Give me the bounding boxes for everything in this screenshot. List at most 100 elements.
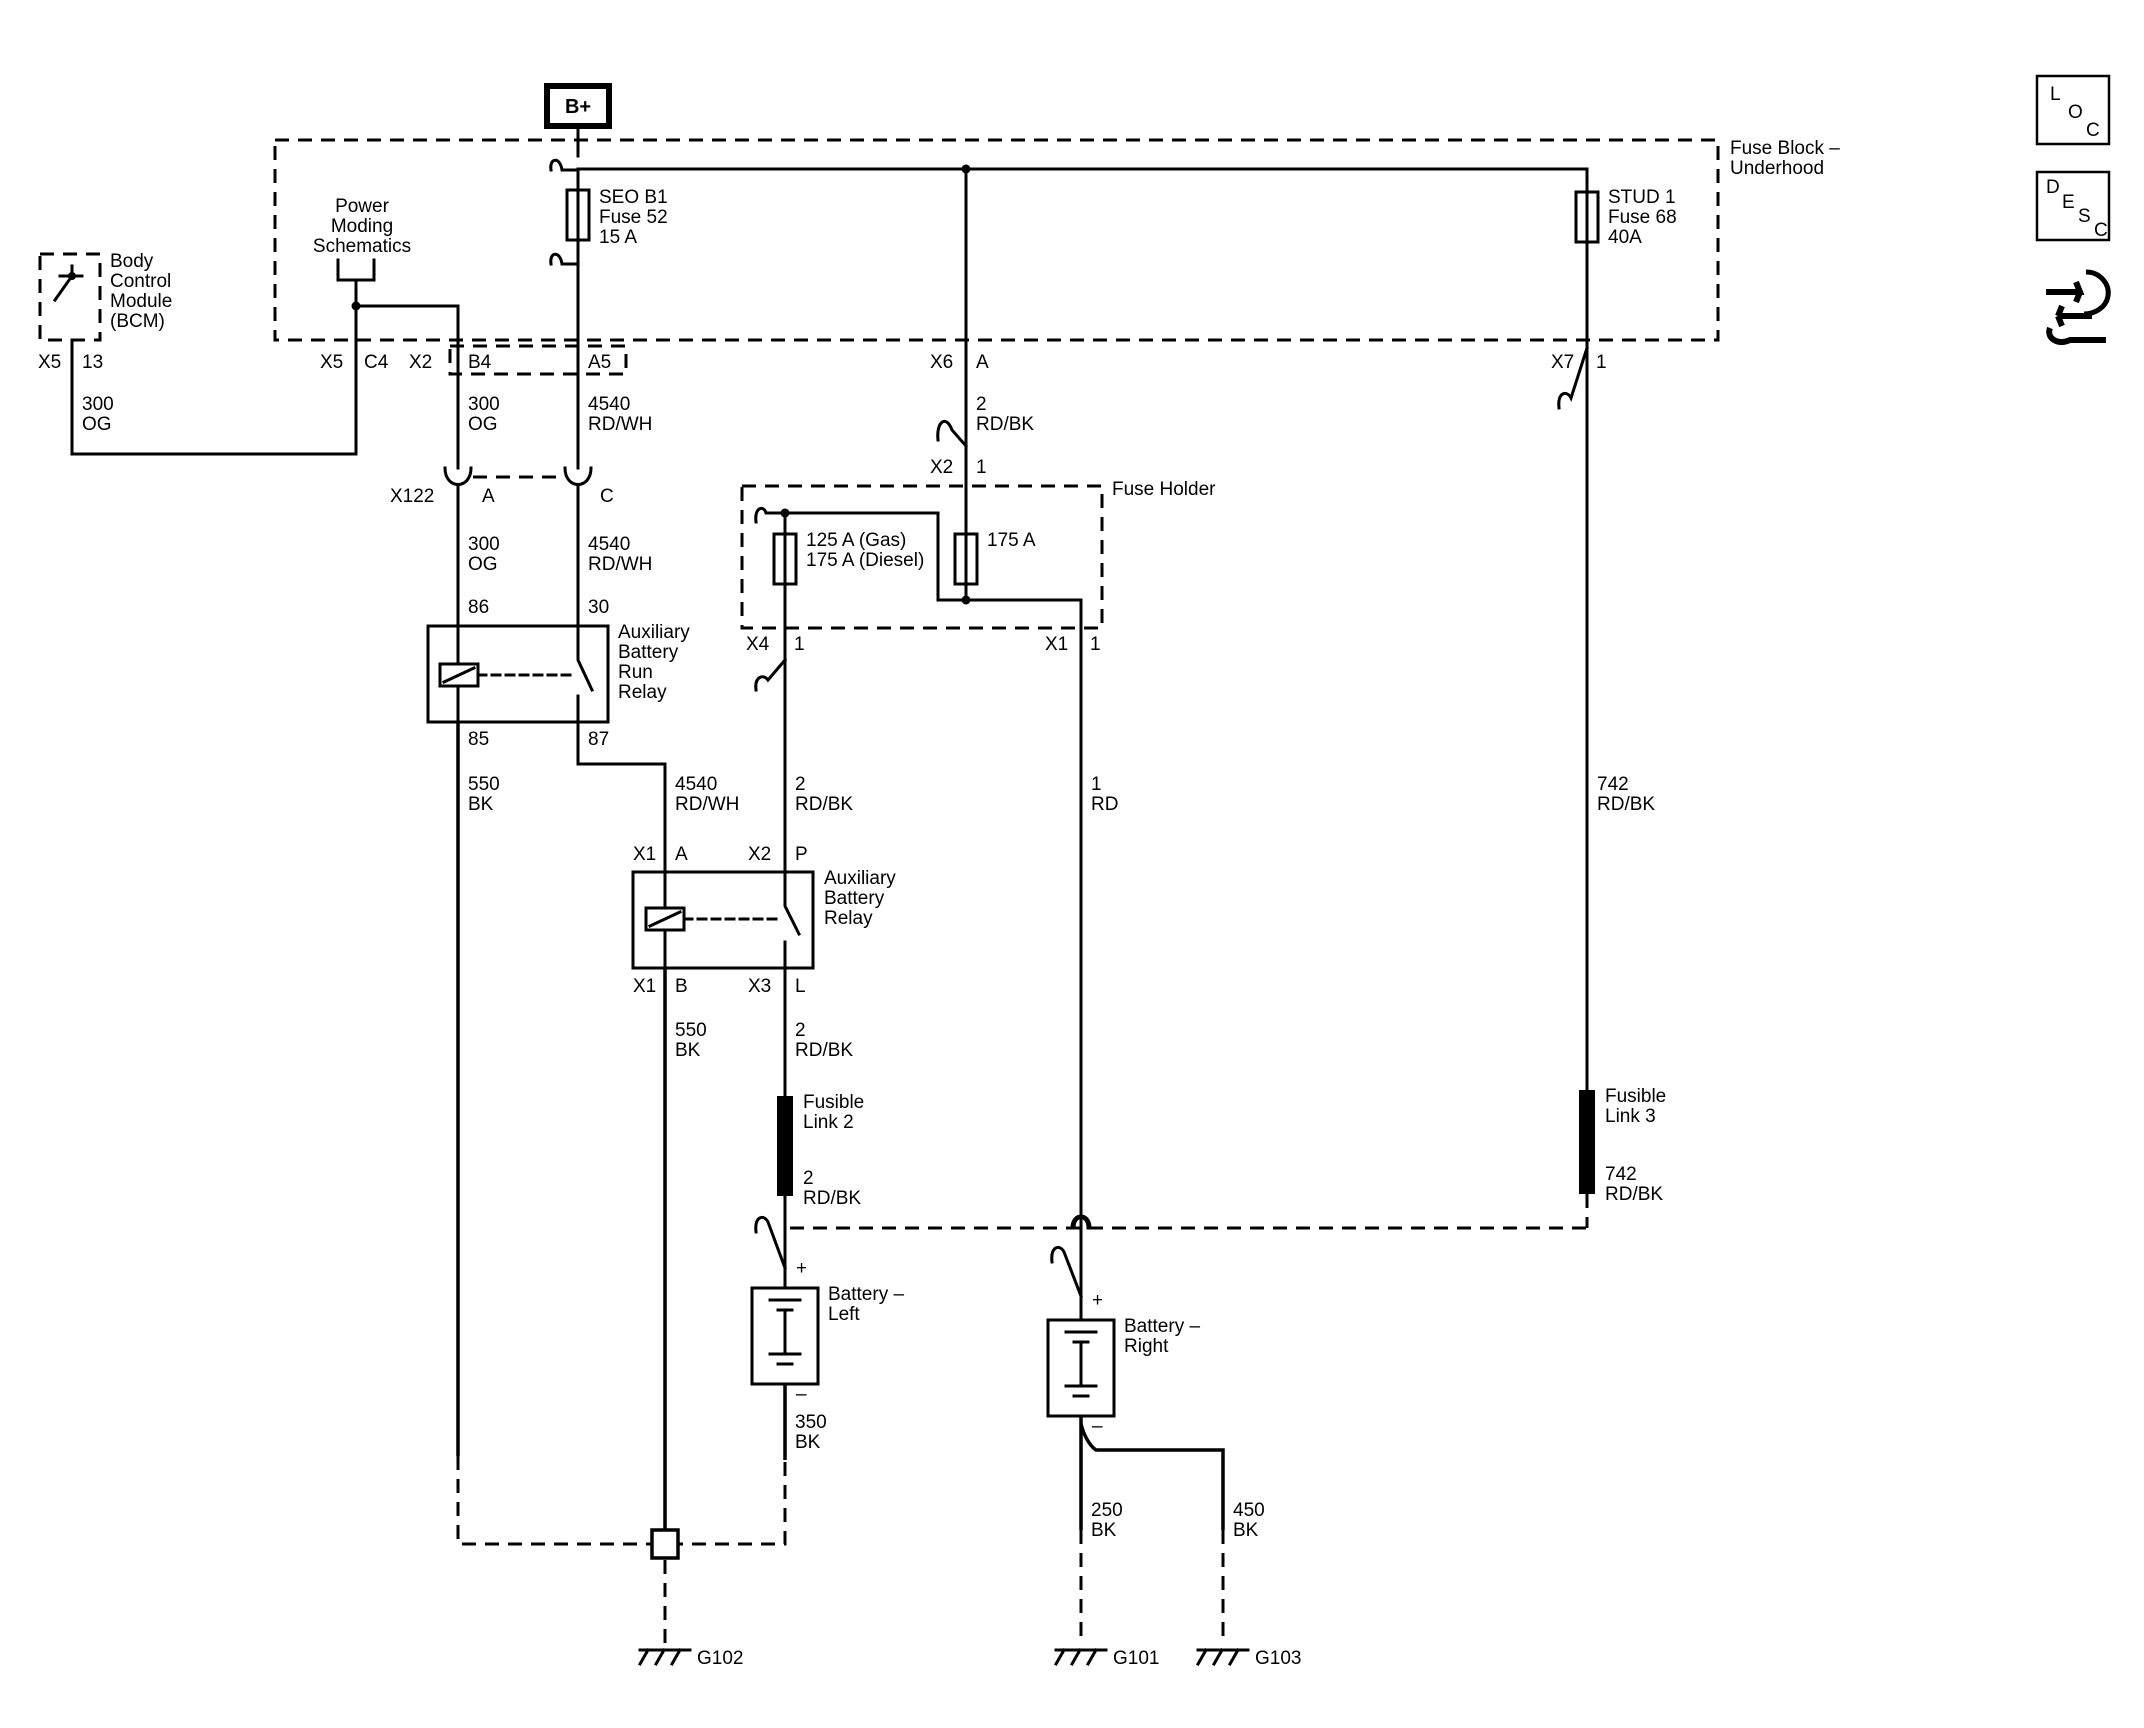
x122-pin-c-connector — [563, 466, 593, 486]
fuse-block-title: Fuse Block – — [1730, 138, 1840, 159]
ground-g103-symbol — [1195, 1647, 1250, 1667]
relay-pin-86: 86 — [468, 597, 489, 618]
aux-run-relay-contact — [576, 624, 594, 724]
fusible-link-2-label-1: Fusible — [803, 1092, 864, 1113]
description-icon[interactable]: D E S C — [2035, 170, 2111, 242]
aux-relay-b-wire-color: BK — [675, 1040, 701, 1061]
underhood-bus-bar — [576, 167, 1589, 194]
relay-87-wire-num: 4540 — [675, 774, 717, 795]
pin-b4: B4 — [468, 352, 492, 373]
stud-fuse-name: STUD 1 — [1608, 187, 1676, 208]
relay-87-4540-wire — [576, 720, 667, 874]
svg-text:S: S — [2078, 206, 2091, 227]
bcm-switch-symbol — [52, 264, 84, 303]
aux-relay-pin-a: A — [675, 844, 688, 865]
battery-left-wire-num: 350 — [795, 1412, 827, 1433]
pin-x1-holder: X1 — [1045, 634, 1068, 655]
aux-relay-b-wire-num: 550 — [675, 1020, 707, 1041]
pin-x2-holder: X2 — [930, 457, 953, 478]
fuse-125a-rating-diesel: 175 A (Diesel) — [806, 550, 924, 571]
aux-relay-pin-x1-top: X1 — [633, 844, 656, 865]
b4-wire-num: 300 — [468, 394, 500, 415]
battery-left-label-2: Left — [828, 1304, 860, 1325]
power-moding-line2: Moding — [331, 216, 393, 237]
ground-g102-bus — [456, 1440, 787, 1546]
aux-relay-coil-diag — [648, 910, 682, 928]
aux-relay-label-2: Battery — [824, 888, 885, 909]
diagnostic-tool-icon[interactable] — [2046, 269, 2111, 346]
location-icon[interactable]: L O C — [2035, 74, 2111, 146]
ground-g103-label: G103 — [1255, 1648, 1301, 1669]
battery-right-label-1: Battery – — [1124, 1316, 1200, 1337]
battery-right-250-num: 250 — [1091, 1500, 1123, 1521]
seo-fuse-rating: 15 A — [599, 227, 637, 248]
battery-right-450-bk-wire — [1079, 1423, 1225, 1530]
relay-85-wire-color: BK — [468, 794, 494, 815]
battery-right-crossover-arc — [1070, 1214, 1092, 1230]
fuse-holder-left-hook — [754, 506, 787, 524]
battery-right-minus: – — [1092, 1416, 1103, 1437]
fusible-link-2-out-num: 2 — [803, 1168, 814, 1189]
seo-connector-hook — [549, 158, 580, 172]
relay-pin-85: 85 — [468, 729, 489, 750]
ground-g102-label: G102 — [697, 1648, 743, 1669]
ground-g102-splice — [650, 1528, 680, 1560]
pin-x2-b4: X2 — [409, 352, 432, 373]
x122-c-wire-color: RD/WH — [588, 554, 652, 575]
stud-fuse-number: Fuse 68 — [1608, 207, 1677, 228]
fuse-holder-title: Fuse Holder — [1112, 479, 1216, 500]
fuse-holder-internal-bus — [783, 511, 1083, 1220]
fusible-link-3-label-1: Fusible — [1605, 1086, 1666, 1107]
pin-x1-holder-1: 1 — [1090, 634, 1101, 655]
bcm-300-og-wire — [70, 304, 358, 456]
fuse-block-title-2: Underhood — [1730, 158, 1824, 179]
ground-g102-symbol — [637, 1647, 692, 1667]
relay-87-wire-color: RD/WH — [675, 794, 739, 815]
aux-relay-pin-x2: X2 — [748, 844, 771, 865]
battery-right-plus: + — [1092, 1290, 1103, 1311]
bcm-pin-x5: X5 — [38, 352, 61, 373]
a5-wire-num: 4540 — [588, 394, 630, 415]
x2-connector-dashed — [448, 344, 628, 376]
aux-relay-pin-p: P — [795, 844, 808, 865]
x1-wire-color: RD — [1091, 794, 1118, 815]
ground-g101-symbol — [1053, 1647, 1108, 1667]
pin-x7-1: 1 — [1596, 352, 1607, 373]
bcm-label-2: Control — [110, 271, 171, 292]
svg-text:C: C — [2094, 220, 2108, 241]
bcm-outline — [38, 252, 102, 342]
aux-run-relay-coil-diag — [442, 666, 476, 684]
x122-a-wire-color: OG — [468, 554, 498, 575]
x122-pin-a-connector — [443, 466, 473, 486]
aux-relay-label-3: Relay — [824, 908, 873, 929]
battery-right-450-num: 450 — [1233, 1500, 1265, 1521]
b4-wire-color: OG — [468, 414, 498, 435]
x6-wire-color: RD/BK — [976, 414, 1034, 435]
aux-relay-pin-x3: X3 — [748, 976, 771, 997]
relay-pin-87: 87 — [588, 729, 609, 750]
fusible-link-3-out-color: RD/BK — [1605, 1184, 1663, 1205]
aux-relay-pin-x1-bot: X1 — [633, 976, 656, 997]
power-moding-stub — [336, 258, 376, 308]
aux-run-relay-label-3: Run — [618, 662, 653, 683]
x4-wire-num: 2 — [795, 774, 806, 795]
pin-x4-1: 1 — [794, 634, 805, 655]
battery-right-label-2: Right — [1124, 1336, 1169, 1357]
a5-wire-color: RD/WH — [588, 414, 652, 435]
power-moding-to-b4-wire — [354, 304, 460, 342]
battery-left-plus: + — [796, 1258, 807, 1279]
svg-text:L: L — [2050, 84, 2061, 105]
aux-relay-pin-l: L — [795, 976, 806, 997]
x122-pin-a: A — [482, 486, 495, 507]
x7-wire-num: 742 — [1597, 774, 1629, 795]
battery-left-minus: – — [796, 1384, 807, 1405]
fuse-block-underhood-outline — [273, 138, 1720, 342]
x122-label: X122 — [390, 486, 434, 507]
bcm-wire-color: OG — [82, 414, 112, 435]
x6-wire-num: 2 — [976, 394, 987, 415]
ground-g101-label: G101 — [1113, 1648, 1159, 1669]
bcm-switch-dot — [68, 272, 76, 280]
aux-relay-l-wire-color: RD/BK — [795, 1040, 853, 1061]
aux-run-relay-label-4: Relay — [618, 682, 667, 703]
